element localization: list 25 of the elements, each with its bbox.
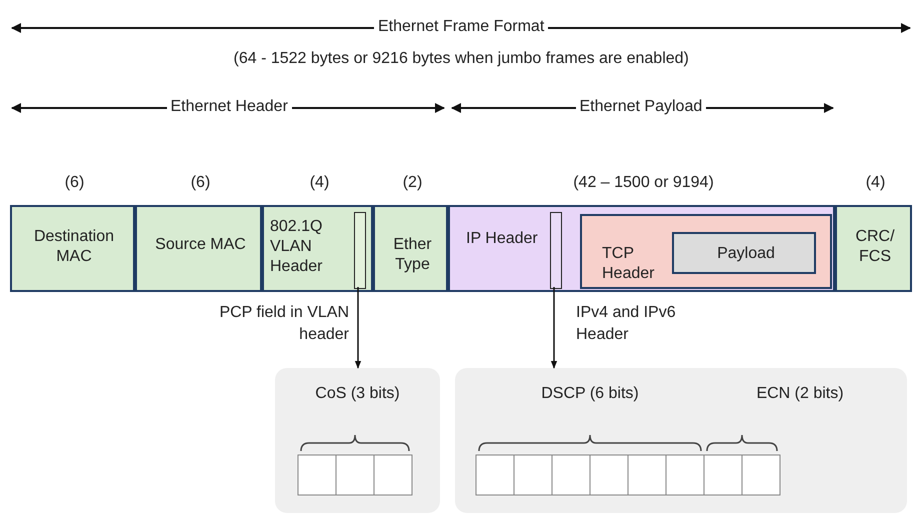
field-name: Destination MAC xyxy=(32,227,116,267)
field-name: Ether Type xyxy=(392,235,433,275)
field-size-label: CoS (3 bits) xyxy=(314,384,401,404)
field-size-label: ECN (2 bits) xyxy=(755,384,845,404)
byte-count: (6) xyxy=(190,173,212,193)
field-name: Source MAC xyxy=(154,235,247,255)
field-name: Payload xyxy=(716,244,776,264)
field-box xyxy=(672,232,816,274)
arrow xyxy=(354,287,362,369)
field-name: TCP Header xyxy=(602,244,656,284)
marker-bar xyxy=(354,212,366,289)
note-text: (64 - 1522 bytes or 9216 bytes when jumbo frames are enabled) xyxy=(232,50,690,68)
arrow xyxy=(550,287,558,369)
byte-count: (42 – 1500 or 9194) xyxy=(572,173,715,193)
byte-count: (6) xyxy=(64,173,86,193)
field-size-label: DSCP (6 bits) xyxy=(540,384,640,404)
marker-bar xyxy=(550,212,562,289)
field-name: 802.1Q VLAN Header xyxy=(270,217,324,277)
field-name: CRC/ FCS xyxy=(854,227,896,267)
byte-count: (4) xyxy=(864,173,886,193)
byte-count: (2) xyxy=(402,173,424,193)
byte-count: (4) xyxy=(308,173,330,193)
field-name: IP Header xyxy=(466,229,539,249)
field-box xyxy=(580,214,832,289)
span-label: Ethernet Payload xyxy=(576,98,706,116)
